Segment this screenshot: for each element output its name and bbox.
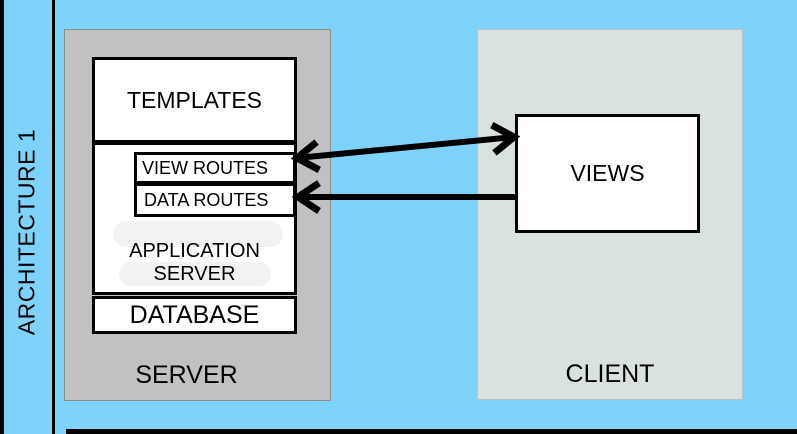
server-group-label: SERVER: [135, 361, 238, 389]
templates-box: TEMPLATES: [92, 57, 297, 143]
data-routes-box: DATA ROUTES: [134, 183, 296, 217]
templates-label: TEMPLATES: [126, 86, 263, 113]
erased-content-artifact: [113, 221, 283, 247]
erased-content-artifact: [119, 262, 271, 286]
data-routes-label: DATA ROUTES: [144, 189, 269, 210]
view-routes-box: VIEW ROUTES: [134, 152, 296, 184]
bottom-frame-line: [66, 429, 797, 434]
application-server-label: APPLICATION SERVER: [129, 240, 260, 285]
view-routes-label: VIEW ROUTES: [142, 157, 269, 178]
left-edge-bar: [0, 0, 4, 434]
database-label: DATABASE: [129, 300, 260, 329]
views-label: VIEWS: [570, 160, 645, 186]
database-box: DATABASE: [92, 296, 297, 334]
views-box: VIEWS: [515, 114, 700, 233]
title-divider-line: [52, 0, 55, 434]
architecture-title: ARCHITECTURE 1: [13, 128, 40, 336]
client-group-label: CLIENT: [565, 360, 655, 388]
